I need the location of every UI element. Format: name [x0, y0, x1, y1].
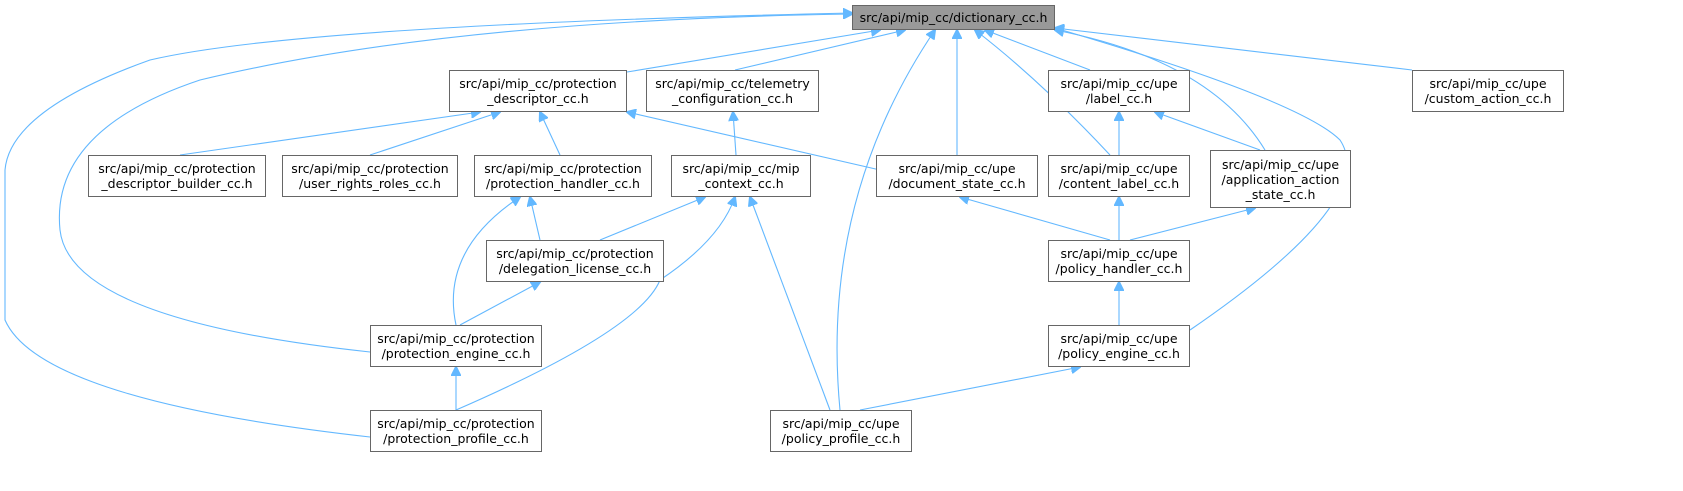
node-label: src/api/mip_cc/upe /policy_handler_cc.h — [1055, 246, 1183, 276]
edge — [179, 112, 480, 156]
node-user-rights-roles[interactable]: src/api/mip_cc/protection /user_rights_r… — [282, 155, 458, 197]
node-upe-policy-engine[interactable]: src/api/mip_cc/upe /policy_engine_cc.h — [1048, 325, 1190, 367]
edge — [599, 197, 705, 241]
edge — [836, 30, 935, 411]
node-label: src/api/mip_cc/protection /user_rights_r… — [291, 161, 449, 191]
edge — [750, 197, 831, 411]
node-telemetry-configuration[interactable]: src/api/mip_cc/telemetry _configuration_… — [646, 70, 819, 112]
node-label: src/api/mip_cc/upe /policy_engine_cc.h — [1058, 331, 1180, 361]
node-upe-application-action-state[interactable]: src/api/mip_cc/upe /application_action _… — [1210, 150, 1351, 208]
node-label: src/api/mip_cc/telemetry _configuration_… — [655, 76, 810, 106]
node-protection-engine[interactable]: src/api/mip_cc/protection /protection_en… — [370, 325, 542, 367]
node-mip-context[interactable]: src/api/mip_cc/mip _context_cc.h — [671, 155, 811, 197]
node-upe-label[interactable]: src/api/mip_cc/upe /label_cc.h — [1048, 70, 1190, 112]
edge — [452, 197, 520, 326]
node-dictionary-cc[interactable]: src/api/mip_cc/dictionary_cc.h — [852, 5, 1055, 30]
edge — [1129, 208, 1255, 241]
node-upe-policy-handler[interactable]: src/api/mip_cc/upe /policy_handler_cc.h — [1048, 240, 1190, 282]
edge — [1055, 28, 1348, 331]
edge — [960, 197, 1111, 241]
edge — [859, 367, 1080, 411]
node-label: src/api/mip_cc/upe /policy_profile_cc.h — [781, 416, 901, 446]
node-label: src/api/mip_cc/upe /label_cc.h — [1060, 76, 1178, 106]
edge — [455, 197, 735, 411]
edge — [369, 112, 500, 156]
edge — [58, 14, 852, 353]
edge — [627, 112, 881, 171]
node-protection-descriptor-builder[interactable]: src/api/mip_cc/protection _descriptor_bu… — [88, 155, 266, 197]
node-label: src/api/mip_cc/protection _descriptor_cc… — [459, 76, 617, 106]
edge — [733, 112, 736, 156]
edge — [459, 282, 540, 326]
node-label: src/api/mip_cc/protection /delegation_li… — [496, 246, 654, 276]
node-upe-policy-profile[interactable]: src/api/mip_cc/upe /policy_profile_cc.h — [770, 410, 912, 452]
edge — [626, 30, 880, 73]
edge — [975, 30, 1111, 156]
node-upe-document-state[interactable]: src/api/mip_cc/upe /document_state_cc.h — [876, 155, 1038, 197]
node-delegation-license[interactable]: src/api/mip_cc/protection /delegation_li… — [486, 240, 664, 282]
edge — [734, 30, 905, 71]
node-label: src/api/mip_cc/protection /protection_ha… — [484, 161, 642, 191]
edge — [1055, 28, 1413, 71]
node-protection-descriptor[interactable]: src/api/mip_cc/protection _descriptor_cc… — [449, 70, 627, 112]
node-protection-handler[interactable]: src/api/mip_cc/protection /protection_ha… — [474, 155, 652, 197]
node-label: src/api/mip_cc/mip _context_cc.h — [682, 161, 800, 191]
edge — [540, 112, 561, 156]
node-label: src/api/mip_cc/protection /protection_pr… — [377, 416, 535, 446]
node-label: src/api/mip_cc/upe /application_action _… — [1221, 156, 1340, 202]
edge — [1155, 112, 1261, 151]
node-label: src/api/mip_cc/upe /document_state_cc.h — [888, 161, 1026, 191]
edge — [530, 197, 541, 241]
node-label: src/api/mip_cc/upe /custom_action_cc.h — [1424, 76, 1552, 106]
node-label: src/api/mip_cc/dictionary_cc.h — [859, 10, 1048, 25]
node-upe-content-label[interactable]: src/api/mip_cc/upe /content_label_cc.h — [1048, 155, 1190, 197]
node-protection-profile[interactable]: src/api/mip_cc/protection /protection_pr… — [370, 410, 542, 452]
node-label: src/api/mip_cc/protection /protection_en… — [377, 331, 535, 361]
node-label: src/api/mip_cc/protection _descriptor_bu… — [98, 161, 256, 191]
node-label: src/api/mip_cc/upe /content_label_cc.h — [1058, 161, 1180, 191]
edge — [985, 30, 1091, 71]
node-upe-custom-action[interactable]: src/api/mip_cc/upe /custom_action_cc.h — [1412, 70, 1564, 112]
edge — [4, 13, 852, 438]
